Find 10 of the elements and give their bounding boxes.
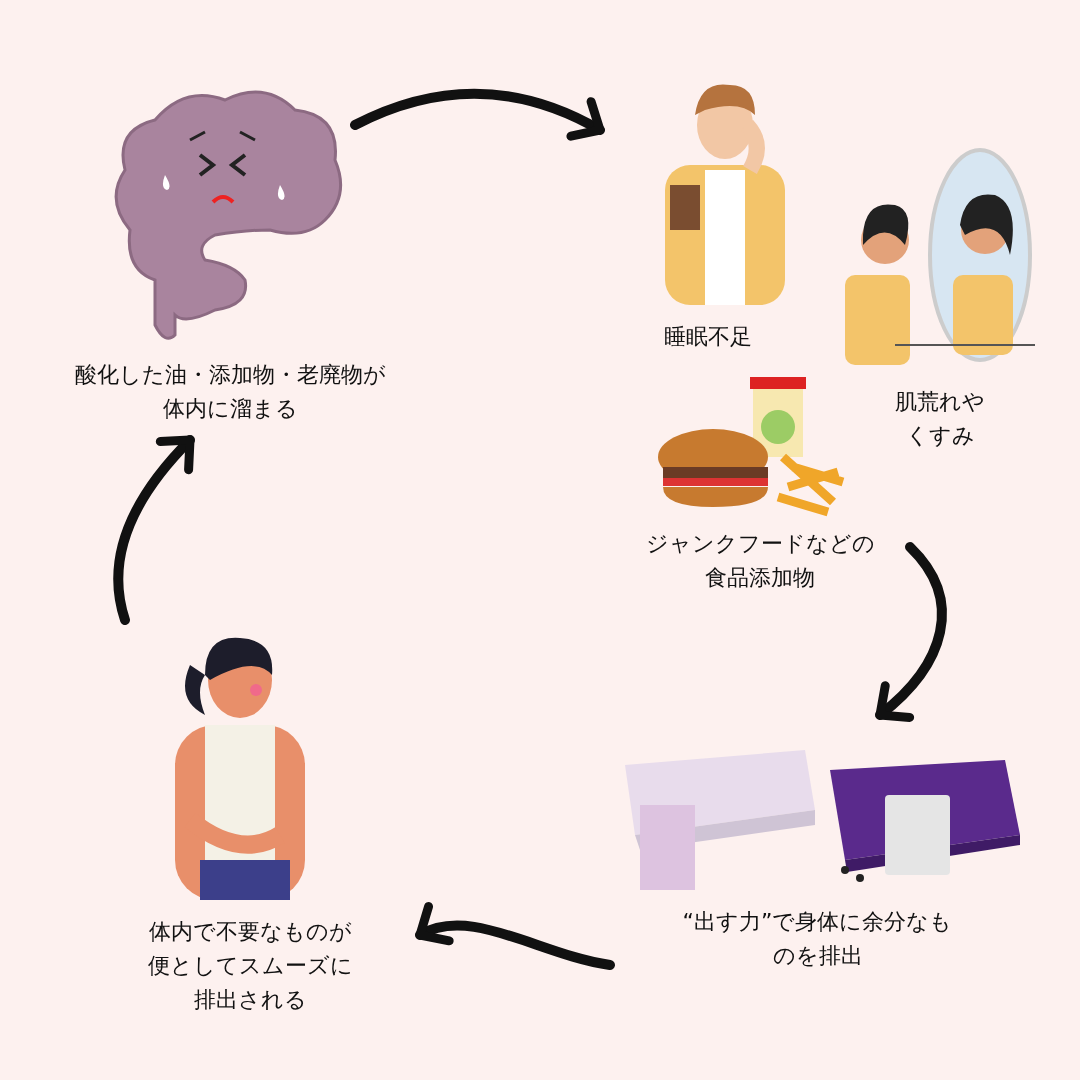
caption-text: 睡眠不足 — [662, 323, 753, 351]
curved-arrow — [415, 903, 615, 970]
curved-arrow — [350, 88, 605, 142]
curved-arrow — [113, 435, 195, 625]
caption-text: 肌荒れやくすみ — [894, 388, 986, 451]
caption-text: “出す力”で身体に余分なものを排出 — [681, 908, 954, 971]
curved-arrow — [875, 542, 947, 721]
caption-text: 酸化した油・添加物・老廃物が体内に溜まる — [73, 361, 387, 424]
caption-text: ジャンクフードなどの食品添加物 — [644, 530, 876, 593]
caption-text: 体内で不要なものが便としてスムーズに排出される — [146, 918, 354, 1015]
